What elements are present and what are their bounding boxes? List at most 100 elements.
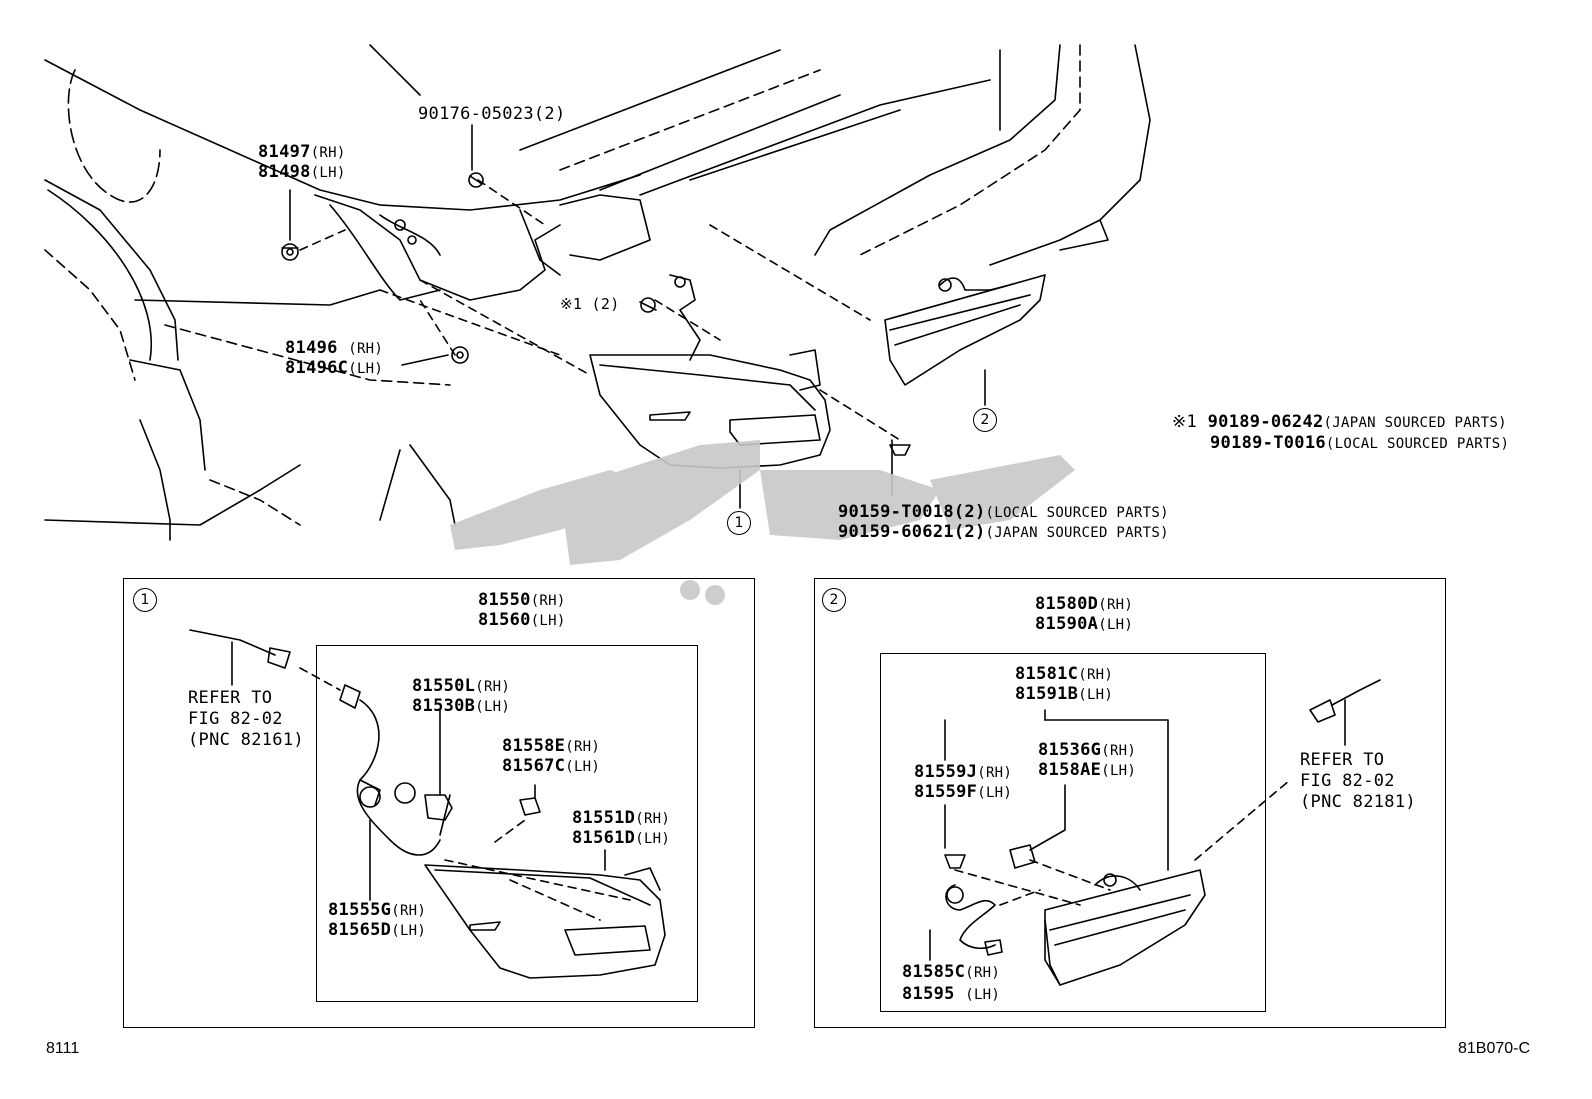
callout-81585c: 81585C(RH) (902, 962, 1000, 984)
callout-81561d: 81561D(LH) (572, 828, 670, 850)
part-number: 81530B (412, 696, 476, 716)
part-number: 81497 (258, 142, 311, 162)
callout-81559f: 81559F(LH) (914, 782, 1012, 804)
part-number: 81551D (572, 808, 636, 828)
callout-81581c: 81581C(RH) (1015, 664, 1113, 686)
part-number: 81595 (902, 984, 966, 1004)
side-suffix: (LH) (310, 165, 346, 181)
side-suffix: (LH) (977, 785, 1013, 801)
callout-8158ae: 8158AE(LH) (1038, 760, 1136, 782)
detail-box-2-marker: 2 (822, 588, 846, 612)
car-body-outline (44, 44, 1151, 541)
note-mark: ※1 (1172, 412, 1198, 432)
source-note: (LOCAL SOURCED PARTS) (1325, 436, 1510, 452)
part-number: 81560 (478, 610, 531, 630)
callout-81591b: 81591B(LH) (1015, 684, 1113, 706)
callout-81567c: 81567C(LH) (502, 756, 600, 778)
refer-line-1: REFER TO (1300, 750, 1385, 770)
callout-90159-60621: 90159-60621(2)(JAPAN SOURCED PARTS) (838, 522, 1169, 544)
part-number: 81591B (1015, 684, 1079, 704)
side-suffix: (LH) (1101, 763, 1137, 779)
side-suffix: (RH) (977, 765, 1013, 781)
side-suffix: (RH) (635, 811, 671, 827)
side-suffix: (LH) (475, 699, 511, 715)
callout-81498: 81498(LH) (258, 162, 346, 184)
detail-box-1-marker: 1 (133, 588, 157, 612)
assembly-leader-lines (299, 179, 901, 441)
side-suffix: (RH) (348, 341, 384, 357)
callout-81536g: 81536G(RH) (1038, 740, 1136, 762)
detail-box-2 (814, 578, 1446, 1028)
figure-number: 8111 (46, 1040, 80, 1057)
side-suffix: (RH) (530, 593, 566, 609)
callout-star-1-clip: ※1 (2) (560, 294, 620, 315)
part-number: ※1 (2) (560, 295, 620, 313)
side-suffix: (LH) (1078, 687, 1114, 703)
box1-refer-note: REFER TO FIG 82-02 (PNC 82161) (188, 688, 304, 751)
inner-tail-lamp-drawing (884, 274, 1046, 386)
box2-refer-note: REFER TO FIG 82-02 (PNC 82181) (1300, 750, 1416, 813)
part-number: 81550L (412, 676, 476, 696)
refer-line-3: (PNC 82181) (1300, 792, 1416, 812)
refer-line-2: FIG 82-02 (1300, 771, 1395, 791)
refer-line-1: REFER TO (188, 688, 273, 708)
label-leader-lines (289, 124, 986, 509)
callout-81496c: 81496C(LH) (285, 358, 383, 380)
callout-81555g: 81555G(RH) (328, 900, 426, 922)
part-number: 90159-T0018(2) (838, 502, 986, 522)
callout-81558e: 81558E(RH) (502, 736, 600, 758)
callout-81497: 81497(RH) (258, 142, 346, 164)
part-number: 81536G (1038, 740, 1102, 760)
side-suffix: (LH) (1098, 617, 1134, 633)
callout-81496: 81496 (RH) (285, 338, 383, 360)
outer-tail-lamp-drawing (589, 274, 831, 469)
part-number: 81580D (1035, 594, 1099, 614)
detail-box-1 (123, 578, 755, 1028)
part-number: 81550 (478, 590, 531, 610)
note-star-1-line-2: 90189-T0016(LOCAL SOURCED PARTS) (1210, 433, 1509, 455)
box2-title-rh: 81580D(RH) (1035, 594, 1133, 616)
source-note: (JAPAN SOURCED PARTS) (1323, 415, 1507, 431)
side-suffix: (RH) (1078, 667, 1114, 683)
part-number: 81565D (328, 920, 392, 940)
callout-90176-05023: 90176-05023(2) (418, 104, 566, 125)
part-number: 81496C (285, 358, 349, 378)
side-suffix: (LH) (530, 613, 566, 629)
part-number: 81585C (902, 962, 966, 982)
side-suffix: (RH) (475, 679, 511, 695)
source-note: (JAPAN SOURCED PARTS) (985, 525, 1169, 541)
callout-90159-t0018: 90159-T0018(2)(LOCAL SOURCED PARTS) (838, 502, 1169, 524)
side-suffix: (RH) (1098, 597, 1134, 613)
ref-marker-1: 1 (727, 511, 751, 535)
callout-81550l: 81550L(RH) (412, 676, 510, 698)
side-suffix: (RH) (565, 739, 601, 755)
side-suffix: (RH) (391, 903, 427, 919)
part-number: 90176-05023(2) (418, 104, 566, 124)
part-number: 81567C (502, 756, 566, 776)
watermark-logo (450, 440, 1075, 605)
illustration-code: 81B070-C (1458, 1040, 1531, 1057)
note-star-1-line-1: ※1 90189-06242(JAPAN SOURCED PARTS) (1172, 412, 1507, 434)
part-number: 81559J (914, 762, 978, 782)
part-number: 81555G (328, 900, 392, 920)
side-suffix: (LH) (635, 831, 671, 847)
detail-box-2-inner (880, 653, 1266, 1012)
side-suffix: (LH) (565, 759, 601, 775)
box1-title-lh: 81560(LH) (478, 610, 566, 632)
refer-line-3: (PNC 82161) (188, 730, 304, 750)
callout-81565d: 81565D(LH) (328, 920, 426, 942)
box1-title-rh: 81550(RH) (478, 590, 566, 612)
callout-81530b: 81530B(LH) (412, 696, 510, 718)
source-note: (LOCAL SOURCED PARTS) (985, 505, 1169, 521)
side-suffix: (RH) (310, 145, 346, 161)
box2-artwork (929, 679, 1381, 986)
side-suffix: (LH) (348, 361, 384, 377)
part-number: 90159-60621(2) (838, 522, 986, 542)
part-number: 81496 (285, 338, 349, 358)
box1-artwork (189, 629, 666, 979)
part-number: 81581C (1015, 664, 1079, 684)
part-number: 81559F (914, 782, 978, 802)
part-number: 8158AE (1038, 760, 1102, 780)
callout-81559j: 81559J(RH) (914, 762, 1012, 784)
